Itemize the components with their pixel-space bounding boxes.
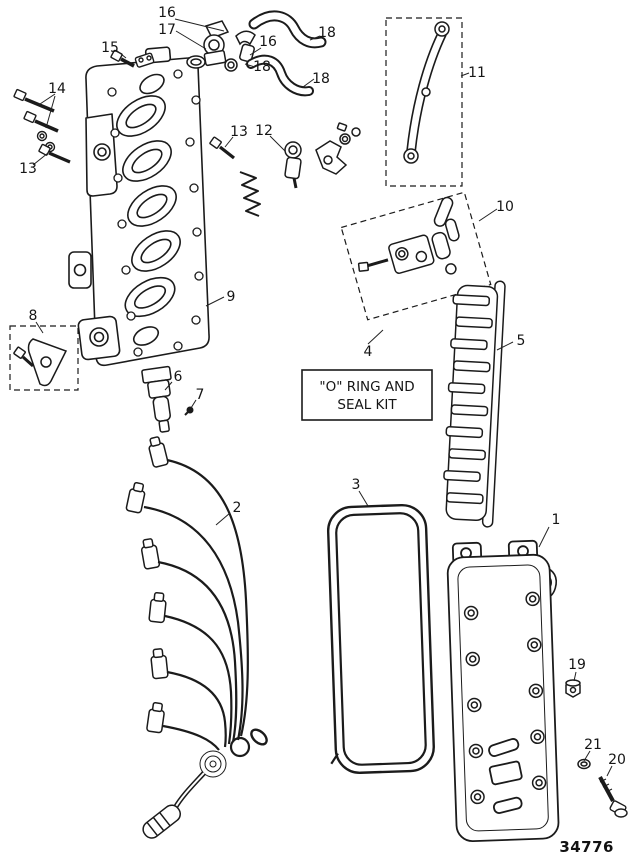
part-16-17-thermostat-fittings bbox=[186, 20, 256, 72]
part-13-screw-left bbox=[38, 143, 71, 164]
callout-18-b: 18 bbox=[253, 59, 271, 75]
callout-20: 20 bbox=[608, 752, 626, 768]
part-20-bolt bbox=[598, 776, 628, 818]
callout-21: 21 bbox=[584, 737, 602, 753]
part-10-pump-assembly bbox=[340, 191, 492, 321]
callout-5: 5 bbox=[517, 333, 526, 349]
callout-3: 3 bbox=[352, 477, 361, 493]
harness-wires bbox=[143, 458, 249, 751]
callout-1: 1 bbox=[552, 512, 561, 528]
part-14-bolts-washers bbox=[13, 88, 59, 153]
callout-16-a: 16 bbox=[158, 5, 176, 21]
part-2-ignition-harness bbox=[125, 436, 268, 839]
callout-16-b: 16 bbox=[259, 34, 277, 50]
seal-kit-label-line2: SEAL KIT bbox=[337, 397, 397, 413]
part-18-hose-lower bbox=[246, 54, 314, 97]
part-12-relief-valve bbox=[284, 141, 302, 189]
part-19-nut bbox=[565, 679, 581, 698]
part-15-screw bbox=[110, 49, 155, 68]
callout-14: 14 bbox=[48, 81, 66, 97]
callout-8: 8 bbox=[29, 308, 38, 324]
part-18-hose-upper bbox=[248, 10, 327, 49]
callout-6: 6 bbox=[174, 369, 183, 385]
part-13-screw-mid bbox=[209, 136, 235, 160]
harness-plug bbox=[142, 804, 181, 839]
callout-15: 15 bbox=[101, 40, 119, 56]
part-5-divider-plate bbox=[443, 280, 506, 528]
part-8-plate-assembly bbox=[9, 325, 79, 391]
callout-7: 7 bbox=[196, 387, 205, 403]
callout-4: 4 bbox=[364, 344, 373, 360]
callout-13-a: 13 bbox=[19, 161, 37, 177]
callout-18-a: 18 bbox=[318, 25, 336, 41]
callout-13-b: 13 bbox=[230, 124, 248, 140]
part-3-gasket bbox=[326, 503, 435, 774]
callout-labels: 16 17 18 16 18 18 15 14 13 13 12 11 10 9… bbox=[19, 5, 626, 768]
callout-2: 2 bbox=[233, 500, 242, 516]
callout-19: 19 bbox=[568, 657, 586, 673]
drawing-number: 34776 bbox=[559, 838, 614, 856]
callout-11: 11 bbox=[468, 65, 486, 81]
leader-lines bbox=[32, 18, 613, 777]
callout-9: 9 bbox=[227, 289, 236, 305]
callout-12: 12 bbox=[255, 123, 273, 139]
callout-18-c: 18 bbox=[312, 71, 330, 87]
part-6-sensor bbox=[141, 365, 172, 433]
callout-17: 17 bbox=[158, 22, 176, 38]
part-7-screw bbox=[184, 406, 194, 416]
seal-kit-label-box: "O" RING AND SEAL KIT bbox=[301, 369, 433, 421]
part-9-end-cap-block bbox=[68, 46, 210, 367]
valve-spring bbox=[239, 171, 261, 217]
part-21-washer bbox=[577, 758, 591, 770]
part-1-cover-plate bbox=[446, 539, 560, 843]
part-11-shift-link bbox=[385, 17, 463, 187]
callout-10: 10 bbox=[496, 199, 514, 215]
seal-kit-label-line1: "O" RING AND bbox=[319, 379, 414, 395]
valve-bracket-and-screws bbox=[315, 122, 361, 175]
